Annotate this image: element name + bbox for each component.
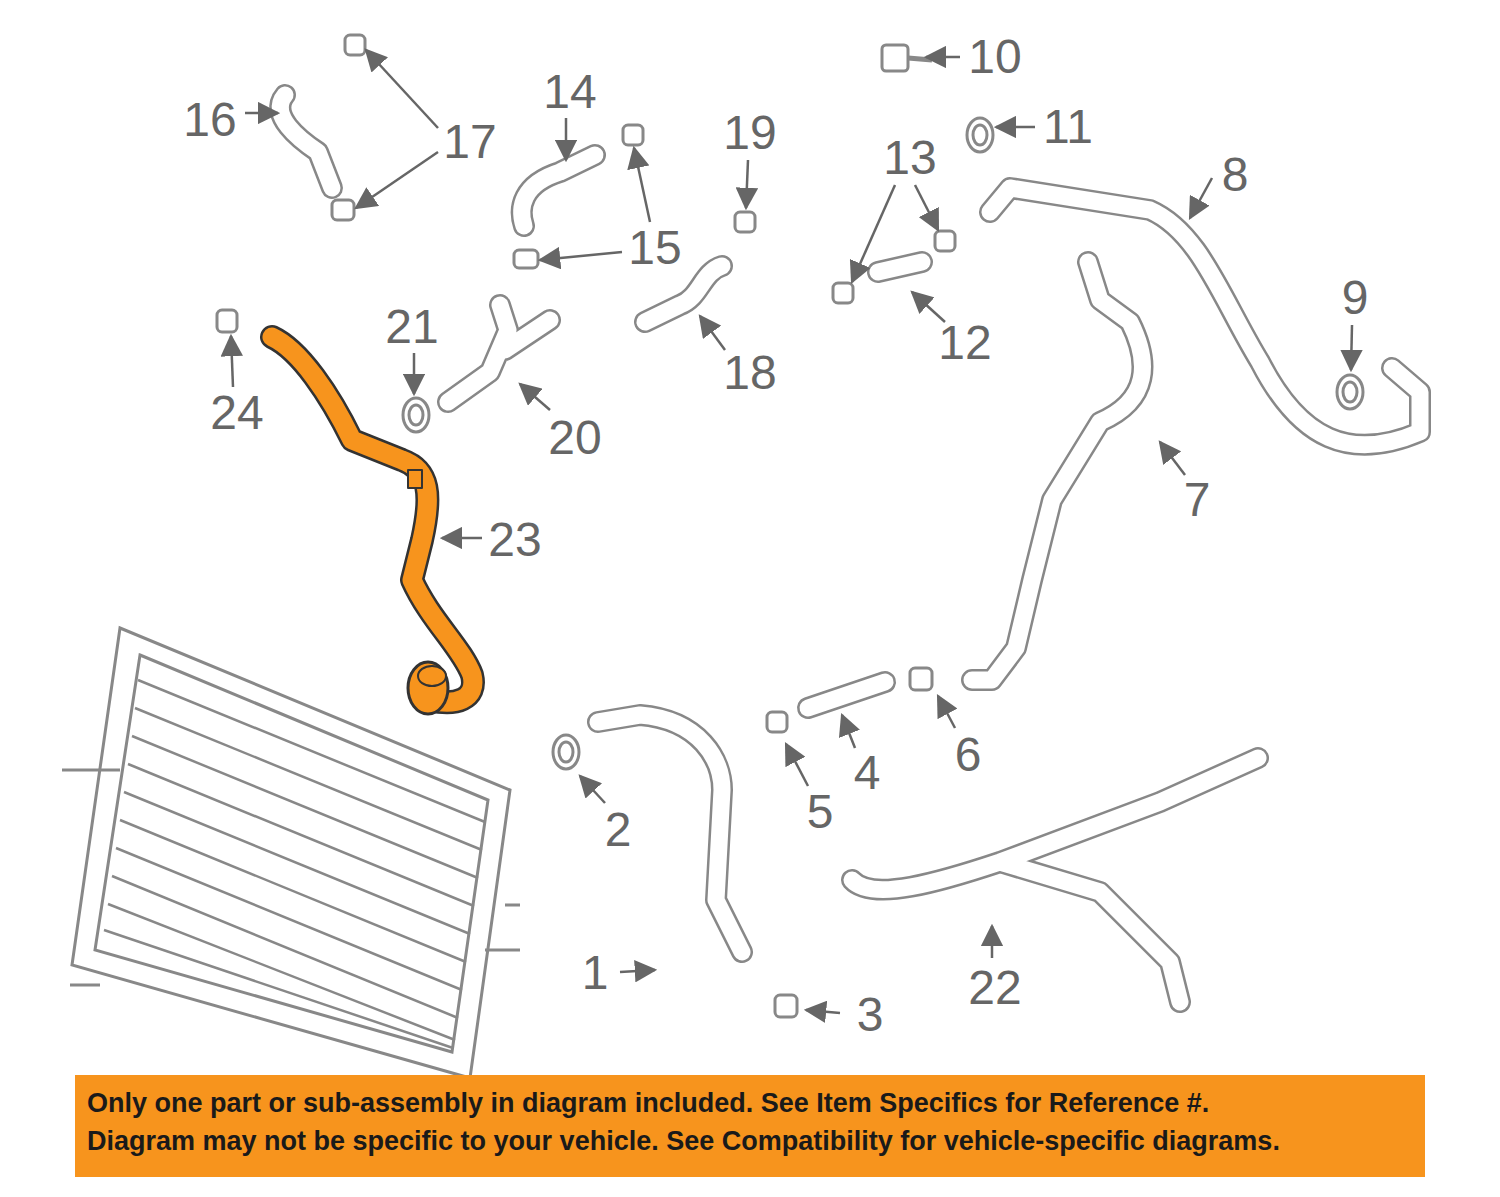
callout-number: 16 xyxy=(183,96,236,144)
callout-number: 21 xyxy=(385,303,438,351)
callout-number: 4 xyxy=(854,749,881,797)
callout-number: 20 xyxy=(548,414,601,462)
coolant-pipes-fill xyxy=(280,95,1420,1002)
callout-number: 17 xyxy=(443,118,496,166)
callout-number: 5 xyxy=(807,788,834,836)
callout-number: 9 xyxy=(1342,274,1369,322)
callout-number: 15 xyxy=(628,224,681,272)
callout-number: 24 xyxy=(210,389,263,437)
highlighted-hose xyxy=(272,337,473,714)
callout-number: 23 xyxy=(488,516,541,564)
callout-number: 18 xyxy=(723,349,776,397)
callout-number: 19 xyxy=(723,109,776,157)
clamps-and-seals xyxy=(217,35,1363,1017)
callout-number: 8 xyxy=(1222,151,1249,199)
callout-number: 22 xyxy=(968,964,1021,1012)
callout-number: 10 xyxy=(968,33,1021,81)
notice-text: Only one part or sub-assembly in diagram… xyxy=(87,1085,1413,1123)
coolant-pipes xyxy=(280,95,1420,1002)
callout-number: 11 xyxy=(1043,103,1093,151)
leader-lines xyxy=(231,50,1352,1013)
notice-text: Diagram may not be specific to your vehi… xyxy=(87,1123,1413,1161)
callout-number: 1 xyxy=(582,949,609,997)
notice-banner: Only one part or sub-assembly in diagram… xyxy=(75,1075,1425,1177)
callout-number: 3 xyxy=(857,991,884,1039)
callout-number: 14 xyxy=(543,68,596,116)
callout-number: 12 xyxy=(938,319,991,367)
callout-number: 2 xyxy=(605,806,632,854)
callout-number: 6 xyxy=(955,731,982,779)
callout-number: 7 xyxy=(1184,476,1211,524)
callout-number: 13 xyxy=(883,134,936,182)
